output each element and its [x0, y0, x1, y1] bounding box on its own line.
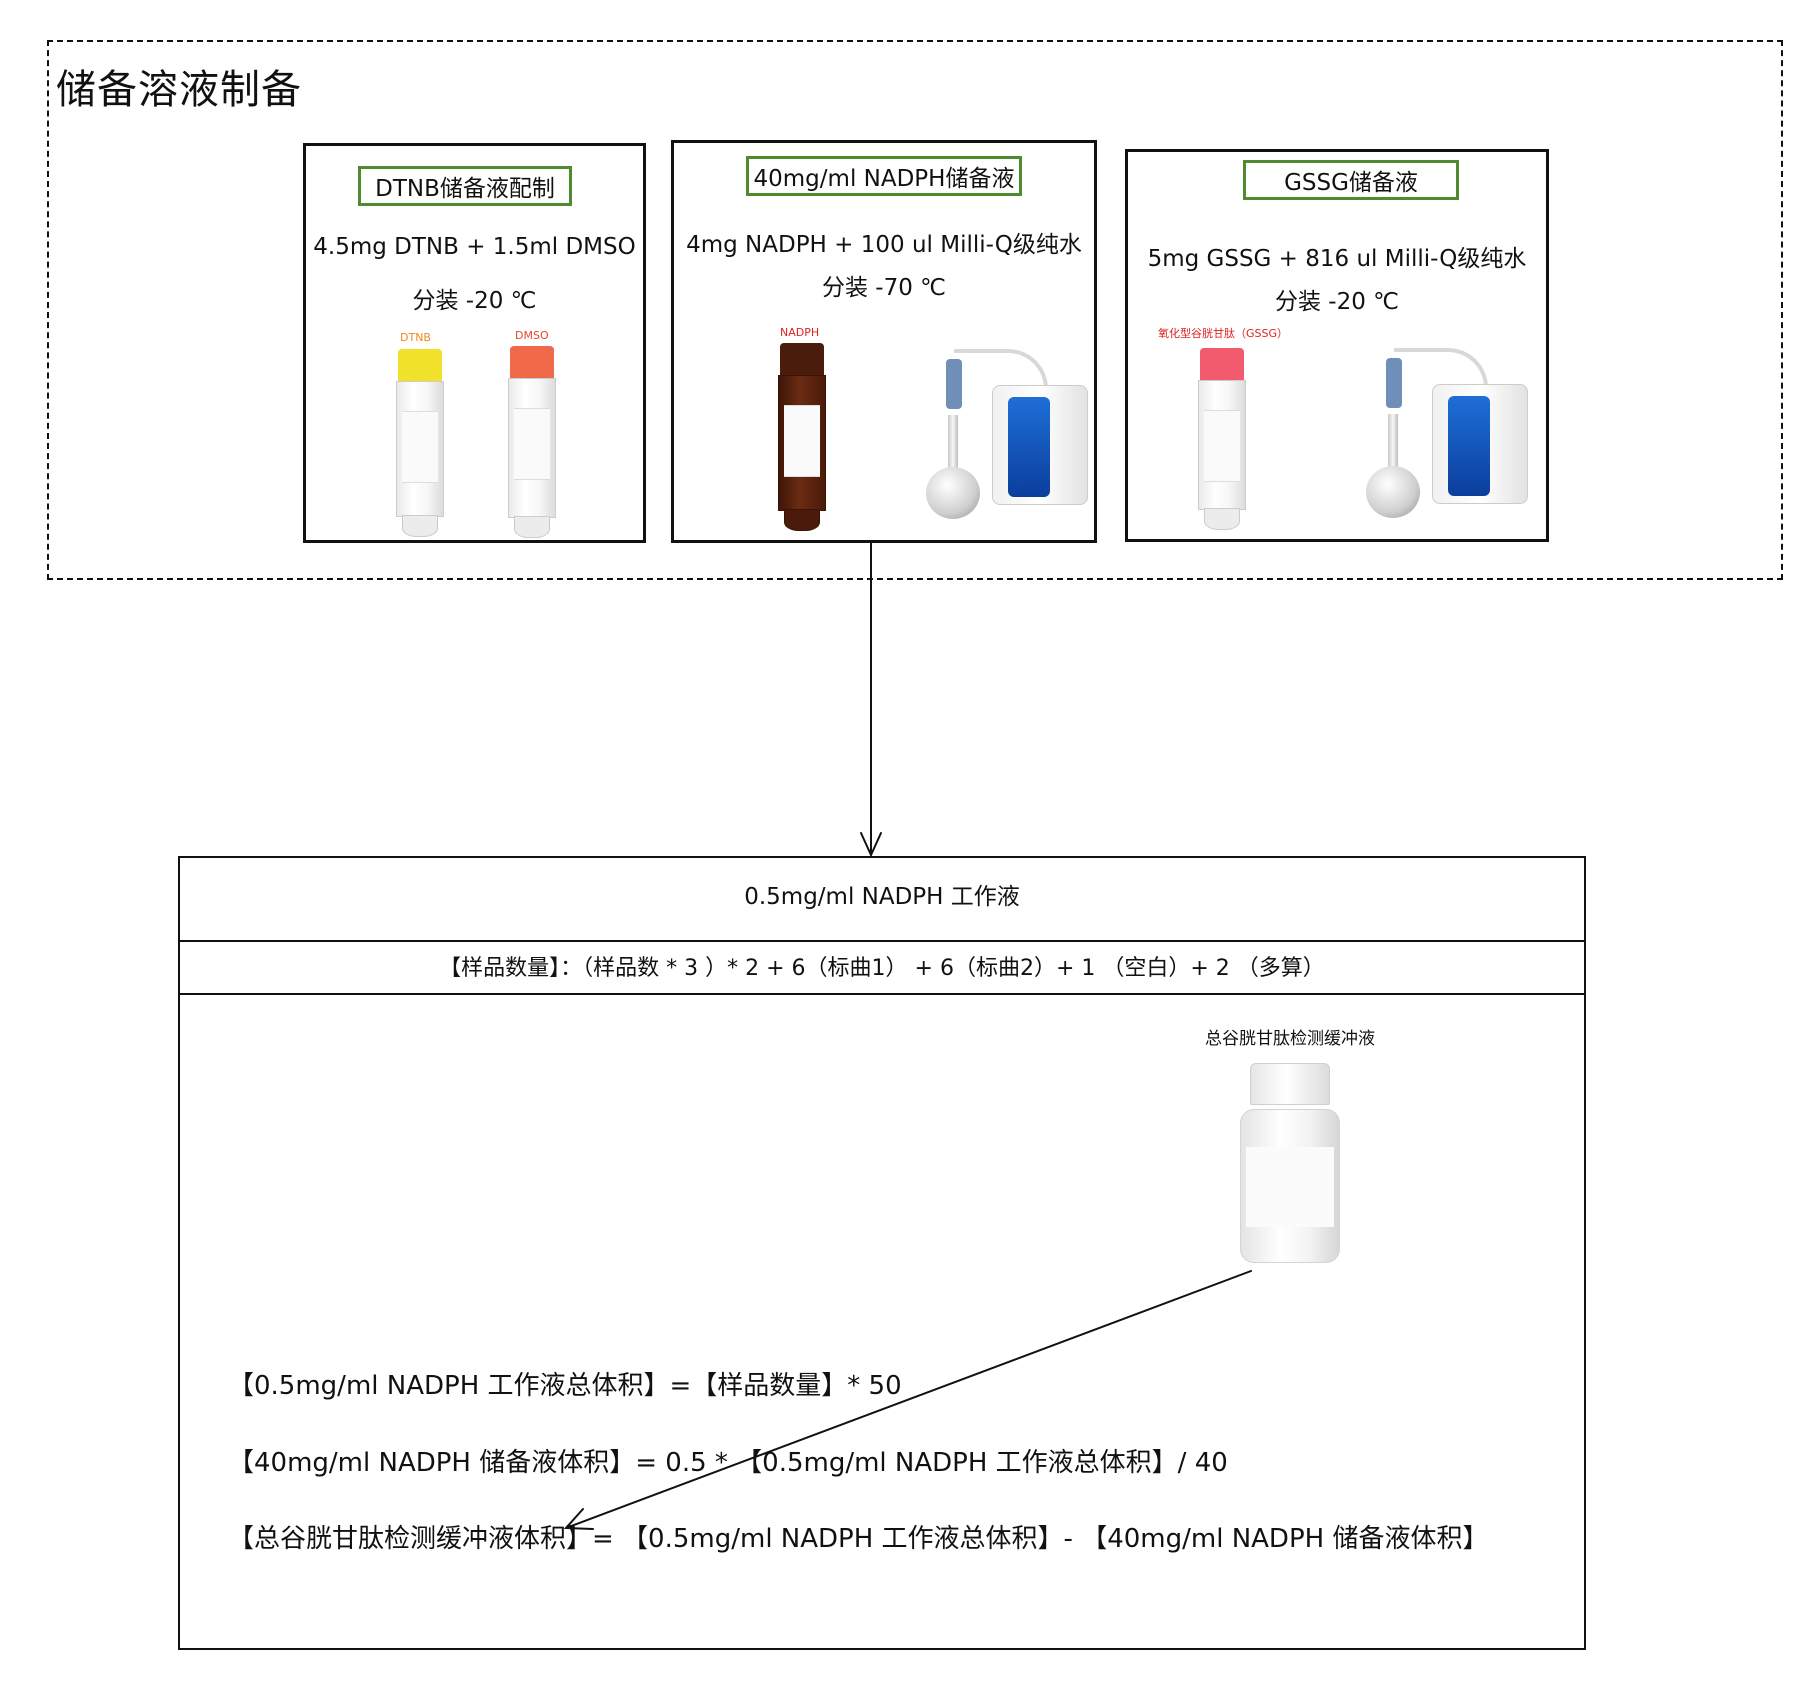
milli-q-water-system-image [1348, 348, 1528, 528]
stock-section-title: 储备溶液制备 [56, 67, 302, 113]
sample-count-formula: 【样品数量】：（样品数 * 3 ）* 2 + 6（标曲1） + 6（标曲2）+ … [439, 956, 1325, 981]
nadph-recipe: 4mg NADPH + 100 ul Milli-Q级纯水 [686, 232, 1082, 258]
gssg-tube-name: 氧化型谷胱甘肽（GSSG） [1158, 327, 1289, 340]
equation-buffer-volume: 【总谷胱甘肽检测缓冲液体积】= 【0.5mg/ml NADPH 工作液总体积】-… [228, 1524, 1489, 1554]
nadph-tube-image [778, 343, 826, 531]
milli-q-water-system-image [908, 349, 1088, 529]
nadph-card-label: 40mg/ml NADPH储备液 [746, 156, 1022, 196]
divider [180, 993, 1584, 995]
working-solution-title: 0.5mg/ml NADPH 工作液 [744, 884, 1020, 910]
divider [180, 940, 1584, 942]
buffer-to-equation-arrow-line [565, 1270, 1252, 1529]
nadph-storage: 分装 -70 ℃ [821, 275, 947, 301]
equation-total-volume: 【0.5mg/ml NADPH 工作液总体积】=【样品数量】* 50 [228, 1371, 902, 1401]
equation-stock-volume: 【40mg/ml NADPH 储备液体积】= 0.5 * 【0.5mg/ml N… [228, 1448, 1228, 1478]
gssg-tube-image [1198, 348, 1246, 530]
buffer-bottle-image [1240, 1063, 1340, 1263]
gssg-card: 5mg GSSG + 816 ul Milli-Q级纯水 分装 -20 ℃ 氧化… [1125, 149, 1549, 542]
dmso-tube-name: DMSO [515, 329, 549, 342]
stock-solution-group [47, 40, 1783, 580]
stock-to-working-arrowhead [860, 832, 882, 858]
buffer-to-equation-arrowhead [563, 1508, 594, 1530]
gssg-storage: 分装 -20 ℃ [1274, 289, 1400, 315]
buffer-label: 总谷胱甘肽检测缓冲液 [1205, 1029, 1375, 1049]
dtnb-tube-image [396, 349, 444, 537]
nadph-tube-name: NADPH [780, 326, 820, 339]
gssg-card-label: GSSG储备液 [1243, 160, 1459, 200]
gssg-recipe: 5mg GSSG + 816 ul Milli-Q级纯水 [1147, 246, 1527, 272]
working-solution-box [178, 856, 1586, 1650]
nadph-card: 4mg NADPH + 100 ul Milli-Q级纯水 分装 -70 ℃ N… [671, 140, 1097, 543]
dtnb-tube-name: DTNB [400, 331, 431, 344]
dtnb-storage: 分装 -20 ℃ [412, 288, 537, 314]
dtnb-card-label: DTNB储备液配制 [358, 166, 572, 206]
dmso-tube-image [508, 346, 556, 538]
dtnb-card: 4.5mg DTNB + 1.5ml DMSO 分装 -20 ℃ DTNB DM… [303, 143, 646, 543]
dtnb-recipe: 4.5mg DTNB + 1.5ml DMSO [313, 234, 636, 260]
